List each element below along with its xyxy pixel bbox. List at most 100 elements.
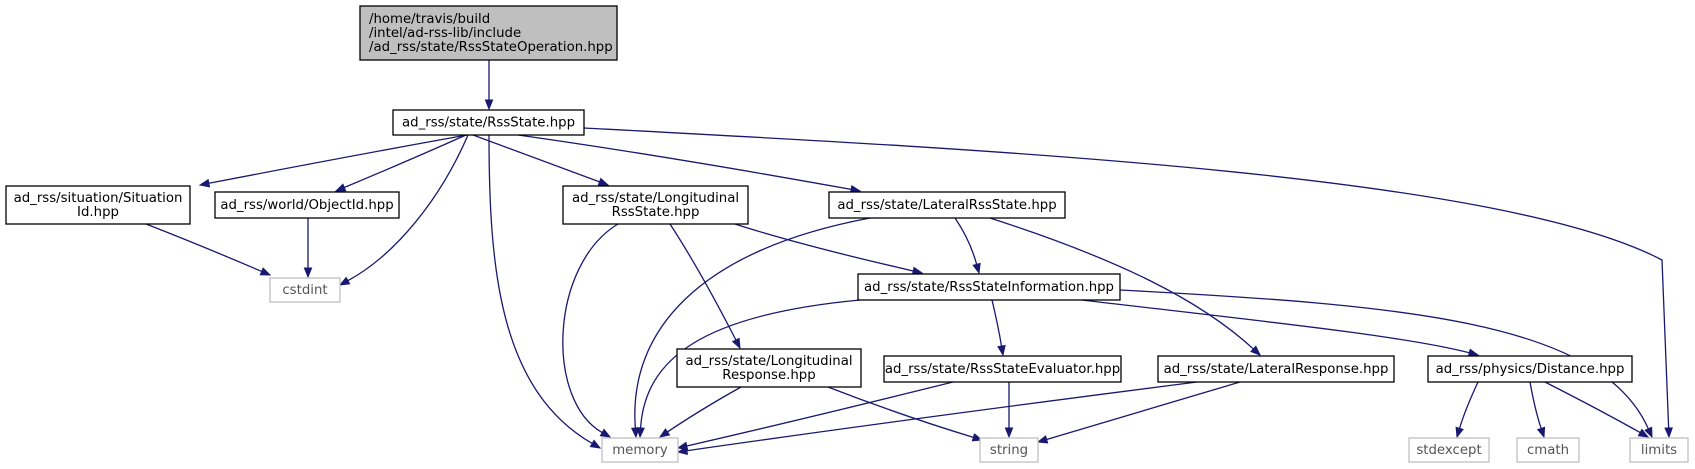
edge-line [1529, 381, 1542, 429]
node-label: ad_rss/state/Longitudinal [685, 354, 852, 369]
edge-situationid-to-cstdint [145, 223, 272, 276]
edge-rssstate-to-situationid [198, 134, 468, 188]
node-distance[interactable]: ad_rss/physics/Distance.hpp [1427, 355, 1633, 383]
edge-line [667, 386, 742, 433]
node-label: RssState.hpp [612, 205, 700, 220]
edge-line [347, 134, 469, 282]
edge-line [827, 386, 974, 438]
edge-arrowhead [1664, 427, 1673, 439]
edge-rssstate-to-objectid [334, 134, 467, 192]
edge-arrowhead [972, 262, 981, 275]
node-limits[interactable]: limits [1629, 437, 1689, 463]
edge-arrowhead [658, 428, 671, 438]
node-box [828, 191, 1066, 219]
edge-arrowhead [1467, 348, 1480, 357]
node-cmath[interactable]: cmath [1516, 437, 1580, 463]
node-box [1629, 437, 1689, 463]
edge-arrowhead [630, 427, 640, 439]
edge-latrss-to-latresp [989, 217, 1261, 356]
node-box [1157, 355, 1395, 383]
node-label: cmath [1527, 443, 1569, 458]
edge-line [686, 381, 954, 447]
node-label: Id.hpp [77, 205, 119, 220]
edge-line [208, 134, 468, 184]
node-label: stdexcept [1416, 443, 1481, 458]
node-latrss[interactable]: ad_rss/state/LateralRssState.hpp [828, 191, 1066, 219]
edge-line [639, 299, 861, 429]
node-box [392, 109, 585, 136]
edge-rssstate-to-memory [488, 134, 602, 449]
edge-rssinfo-to-limits [1119, 289, 1653, 439]
edge-line [1081, 299, 1470, 354]
node-box [562, 185, 749, 225]
edge-root-to-rssstate [484, 60, 494, 111]
node-layer: /home/travis/build/intel/ad-rss-lib/incl… [5, 5, 1689, 463]
edge-line [583, 127, 1670, 429]
edge-line [634, 217, 871, 429]
edge-evaluator-to-memory [676, 381, 954, 451]
edge-rssinfo-to-distance [1081, 299, 1480, 357]
node-rssinfo[interactable]: ad_rss/state/RssStateInformation.hpp [857, 273, 1121, 301]
node-cstdint[interactable]: cstdint [269, 277, 341, 303]
node-string[interactable]: string [979, 437, 1039, 463]
edge-line [734, 223, 914, 272]
edge-distance-to-stdexcept [1455, 381, 1479, 439]
node-latresp[interactable]: ad_rss/state/LateralResponse.hpp [1157, 355, 1395, 383]
node-label: string [990, 443, 1028, 458]
node-root[interactable]: /home/travis/build/intel/ad-rss-lib/incl… [359, 5, 618, 61]
node-box [857, 273, 1121, 301]
node-label: ad_rss/physics/Distance.hpp [1436, 362, 1625, 377]
node-label: ad_rss/world/ObjectId.hpp [220, 198, 393, 213]
edge-evaluator-to-string [1004, 381, 1014, 439]
edge-line [517, 134, 852, 191]
edge-rssinfo-to-memory [636, 299, 861, 439]
edge-arrowhead [636, 427, 645, 439]
node-label: Response.hpp [722, 368, 815, 383]
edge-distance-to-limits [1544, 381, 1650, 438]
edge-arrowhead [599, 428, 612, 438]
node-label: ad_rss/state/LateralResponse.hpp [1164, 362, 1389, 377]
edge-latresp-to-string [1036, 381, 1241, 444]
edge-layer [145, 60, 1673, 455]
node-box [1427, 355, 1633, 383]
edge-arrowhead [731, 337, 741, 350]
edge-arrowhead [597, 177, 610, 186]
node-box [979, 437, 1039, 463]
node-box [676, 348, 862, 388]
edge-line [344, 134, 467, 189]
edge-arrowhead [1004, 427, 1014, 439]
edge-arrowhead [1250, 345, 1261, 356]
edge-arrowhead [338, 276, 351, 286]
node-box [269, 277, 341, 303]
edge-arrowhead [334, 183, 347, 192]
edge-arrowhead [1036, 435, 1049, 444]
node-memory[interactable]: memory [601, 437, 679, 463]
node-label: ad_rss/state/RssStateInformation.hpp [864, 280, 1114, 295]
node-box [5, 185, 191, 225]
node-rssstate[interactable]: ad_rss/state/RssState.hpp [392, 109, 585, 136]
node-label: cstdint [282, 283, 327, 298]
node-stdexcept[interactable]: stdexcept [1408, 437, 1490, 463]
edge-arrowhead [303, 267, 313, 279]
edge-line [989, 217, 1254, 350]
edge-line [991, 299, 1003, 347]
node-evaluator[interactable]: ad_rss/state/RssStateEvaluator.hpp [883, 355, 1122, 383]
node-label: /intel/ad-rss-lib/include [369, 26, 521, 41]
node-label: ad_rss/state/LateralRssState.hpp [837, 198, 1056, 213]
edge-arrowhead [1536, 426, 1546, 439]
node-objectid[interactable]: ad_rss/world/ObjectId.hpp [214, 191, 400, 219]
edge-arrowhead [1637, 428, 1650, 438]
edge-line [1544, 381, 1641, 434]
node-label: /home/travis/build [369, 12, 490, 27]
edge-line [954, 217, 978, 265]
edge-arrowhead [198, 178, 211, 188]
edge-line [145, 223, 262, 273]
node-box [883, 355, 1122, 383]
node-label: ad_rss/state/RssState.hpp [402, 116, 575, 131]
edge-arrowhead [589, 439, 602, 449]
edge-arrowhead [259, 267, 272, 276]
